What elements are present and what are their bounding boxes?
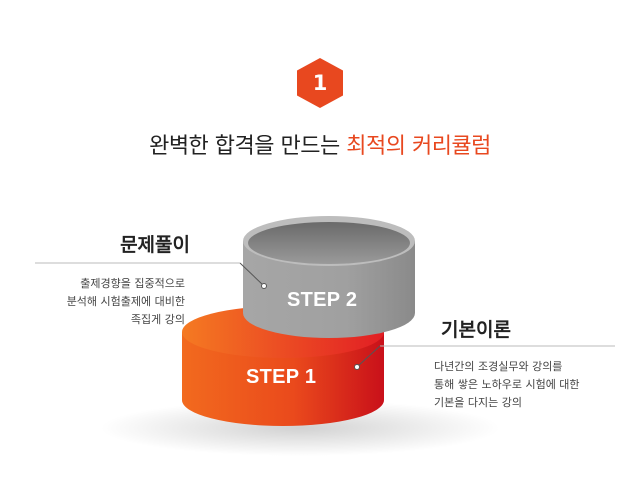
- badge-number: 1: [312, 71, 328, 95]
- step-2-cylinder: [243, 216, 415, 338]
- headline-text: 완벽한 합격을 만드는: [149, 134, 340, 159]
- step-2-label: STEP 2: [287, 289, 358, 311]
- left-callout-line: 출제경향을 집중적으로: [80, 277, 185, 290]
- right-callout-line: 기본을 다지는 강의: [434, 396, 522, 409]
- right-callout-line: 통해 쌓은 노하우로 시험에 대한: [434, 378, 580, 391]
- hexagon-badge: [297, 58, 343, 108]
- left-callout-leader: [35, 262, 267, 289]
- page-headline: 완벽한 합격을 만드는 최적의 커리큘럼: [0, 128, 640, 160]
- right-callout-description: 다년간의 조경실무와 강의를 통해 쌓은 노하우로 시험에 대한 기본을 다지는…: [434, 358, 634, 412]
- left-callout-description: 출제경향을 집중적으로 분석해 시험출제에 대비한 족집게 강의: [5, 275, 185, 329]
- right-callout-title: 기본이론: [441, 319, 511, 341]
- left-callout-title: 문제풀이: [120, 234, 190, 256]
- left-callout-line: 분석해 시험출제에 대비한: [66, 295, 185, 308]
- left-callout-line: 족집게 강의: [130, 313, 185, 326]
- headline-accent: 최적의 커리큘럼: [346, 134, 491, 159]
- right-callout-line: 다년간의 조경실무와 강의를: [434, 360, 563, 373]
- step-1-label: STEP 1: [246, 366, 317, 388]
- right-callout-leader: [354, 345, 615, 370]
